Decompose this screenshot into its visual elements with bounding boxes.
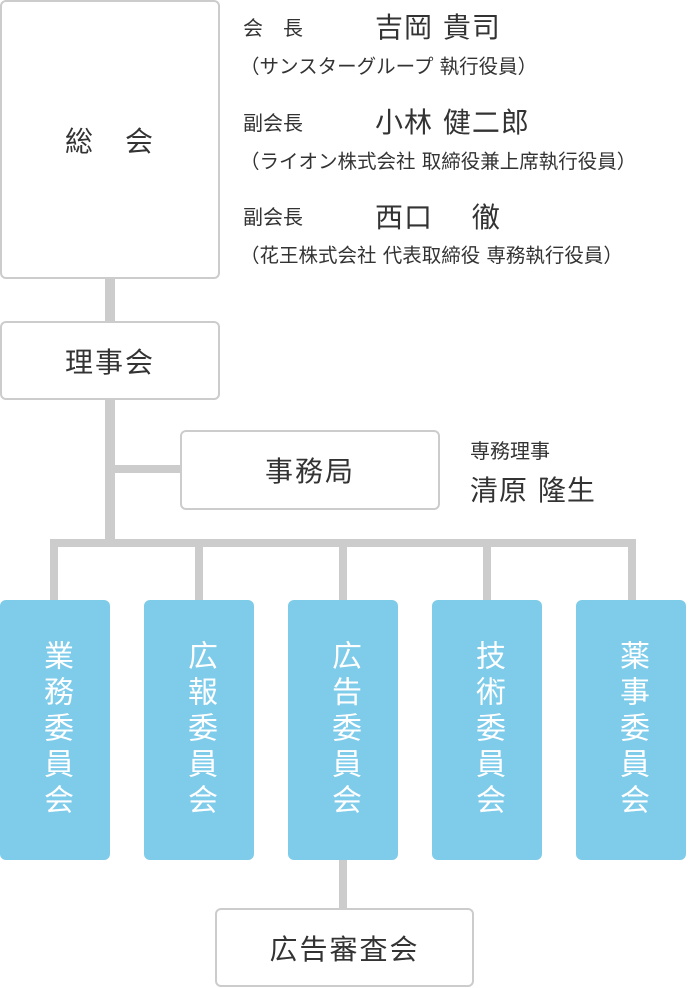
connector-drop-3	[339, 539, 347, 601]
connector-general-to-board	[105, 278, 115, 322]
review-board-label: 広告審査会	[269, 932, 420, 966]
committee-advertising: 広告委員会	[288, 600, 398, 860]
committee-operations: 業務委員会	[0, 600, 110, 860]
connector-drop-5	[628, 539, 636, 601]
committee-label: 業務委員会	[38, 640, 73, 820]
officer-role: 副会長	[243, 205, 303, 229]
connector-drop-1	[50, 539, 58, 601]
secretariat-label: 事務局	[264, 455, 355, 488]
board-box: 理事会	[0, 321, 220, 400]
officer-affiliation: （サンスターグループ 執行役員）	[240, 55, 538, 78]
connector-to-review-board	[339, 859, 347, 911]
committee-label: 薬事委員会	[614, 640, 649, 820]
general-meeting-label: 総 会	[64, 124, 155, 158]
committee-label: 技術委員会	[470, 640, 505, 820]
review-board-box: 広告審査会	[215, 908, 474, 987]
connector-drop-4	[483, 539, 491, 601]
committee-label: 広告委員会	[326, 640, 361, 820]
committee-label: 広報委員会	[182, 640, 217, 820]
officer-role: 会 長	[243, 16, 303, 40]
general-meeting-box: 総 会	[0, 0, 220, 279]
officer-affiliation: （ライオン株式会社 取締役兼上席執行役員）	[240, 150, 637, 173]
connector-to-secretariat	[110, 465, 182, 473]
connector-drop-2	[195, 539, 203, 601]
committee-public-relations: 広報委員会	[144, 600, 254, 860]
officer-name: 吉岡 貴司	[375, 11, 501, 44]
committee-regulatory: 薬事委員会	[576, 600, 686, 860]
board-label: 理事会	[64, 345, 155, 379]
officer-name: 西口 徹	[375, 201, 501, 234]
officer-name: 小林 健二郎	[375, 106, 530, 139]
secretariat-box: 事務局	[180, 430, 440, 510]
officer-affiliation: （花王株式会社 代表取締役 専務執行役員）	[240, 244, 623, 267]
secretariat-director-role: 専務理事	[470, 439, 550, 463]
committee-technical: 技術委員会	[432, 600, 542, 860]
secretariat-director-name: 清原 隆生	[470, 474, 596, 507]
officer-role: 副会長	[243, 111, 303, 135]
